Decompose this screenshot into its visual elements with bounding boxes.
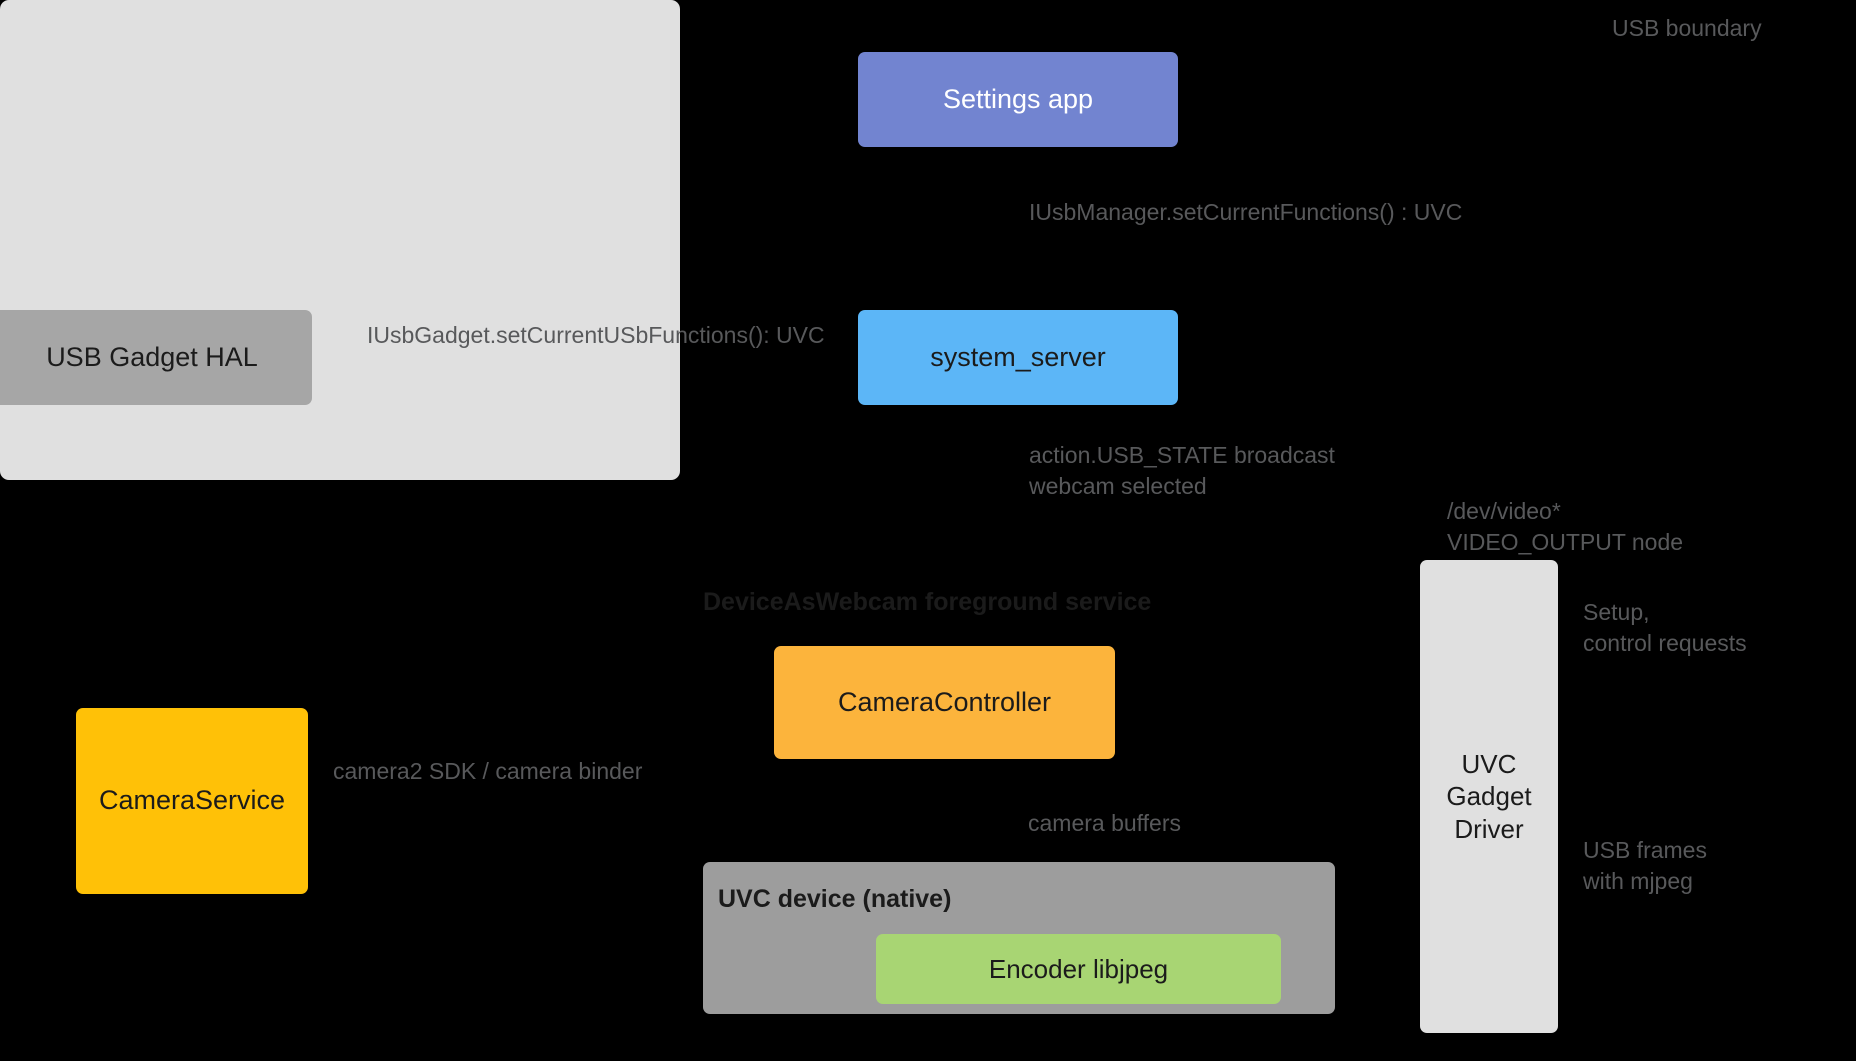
camera-service-label: CameraService [98,785,286,816]
uvc-gadget-driver-label: UVC Gadget Driver [1446,748,1532,844]
note-setup-control-requests: Setup, control requests [1583,599,1747,657]
system-server-box: system_server [858,310,1178,405]
device-as-webcam-service-panel [0,0,1335,1014]
note-usb-state-broadcast: action.USB_STATE broadcast webcam select… [1029,442,1335,500]
note-iusbmanager-setcurrentfunctions: IUsbManager.setCurrentFunctions() : UVC [1029,199,1463,225]
note-iusbgadget-setcurrentusbfunctions: IUsbGadget.setCurrentUSbFunctions(): UVC [367,322,825,348]
encoder-libjpeg-box: Encoder libjpeg [876,934,1281,1004]
note-camera2-sdk-binder: camera2 SDK / camera binder [333,758,643,784]
usb-gadget-hal-box: USB Gadget HAL [0,310,312,405]
settings-app-box: Settings app [858,52,1178,147]
settings-app-label: Settings app [942,83,1094,114]
camera-controller-box: CameraController [774,646,1115,759]
system-server-label: system_server [930,341,1106,372]
uvc-device-native-title: UVC device (native) [718,885,952,913]
camera-controller-label: CameraController [837,686,1052,717]
note-dev-video-node: /dev/video* VIDEO_OUTPUT node [1447,498,1684,556]
uvc-gadget-driver-box: UVC Gadget Driver [1420,560,1558,1033]
note-camera-buffers: camera buffers [1028,810,1181,836]
note-usb-frames-mjpeg: USB frames with mjpeg [1583,837,1707,895]
usb-gadget-hal-label: USB Gadget HAL [46,341,258,372]
note-usb-boundary: USB boundary [1612,15,1762,41]
camera-service-box: CameraService [76,708,308,894]
device-as-webcam-service-title: DeviceAsWebcam foreground service [703,588,1152,616]
encoder-libjpeg-label: Encoder libjpeg [988,953,1169,984]
